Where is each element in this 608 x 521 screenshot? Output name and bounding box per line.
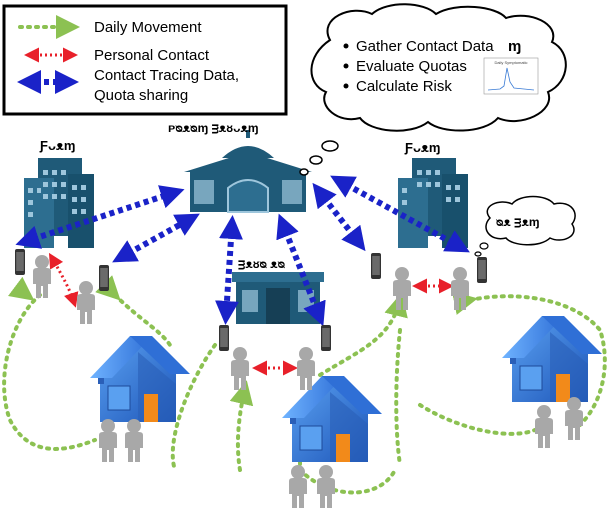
movement-path-house-left (170, 343, 217, 472)
person-home-center-2 (317, 465, 335, 508)
movement-path-center-right (298, 468, 397, 495)
person-home-center-1 (289, 465, 307, 508)
central-building-label: ᴩᴓᴥᴓɱ ᴟᴥᴕᴗᴥɱ (168, 121, 259, 135)
person-left-1 (33, 255, 51, 298)
movement-arrow-left-person (8, 276, 35, 301)
movement-path-left-home (2, 293, 97, 451)
house-center (281, 375, 383, 463)
cloud-item-evaluate: Evaluate Quotas (356, 58, 467, 75)
person-home-right-1 (535, 405, 553, 448)
person-right-1 (393, 267, 411, 310)
legend-quota-sharing-label: Quota sharing (94, 87, 188, 104)
phone-icon (99, 265, 109, 291)
cloud-item-gather: Gather Contact Data (356, 38, 494, 55)
legend: Daily Movement Personal Contact Contact … (2, 4, 288, 116)
person-center-2 (297, 347, 315, 390)
small-thought-cloud: ᴓᴥ ᴟᴥɱ (474, 195, 576, 257)
phone-icon (321, 325, 331, 351)
tracing-arrow-far-right-phone (330, 175, 470, 253)
legend-personal-contact-label: Personal Contact (94, 47, 210, 64)
movement-path-left-office (95, 275, 172, 347)
house-left (89, 335, 191, 423)
movement-path-to-right-office (318, 292, 408, 377)
person-right-2 (451, 267, 469, 310)
government-building (184, 130, 312, 213)
small-building-label: ᴟᴥᴕᴓ ᴥᴓ (238, 257, 286, 271)
small-cloud-label: ᴓᴥ ᴟᴥɱ (496, 215, 540, 229)
personal-contact-arrows (48, 252, 454, 376)
house-right (501, 315, 603, 403)
person-home-left-2 (125, 419, 143, 462)
phone-icon (219, 325, 229, 351)
phone-icon (15, 249, 25, 275)
cloud-glyph: ɱ (508, 38, 521, 55)
left-building-label: Ƒᴗᴥɱ (39, 138, 75, 153)
contact-arrow-left (48, 252, 79, 308)
mini-chart-title: Daily Symptomatic (494, 60, 527, 65)
person-home-left-1 (99, 419, 117, 462)
cloud-item-calculate: Calculate Risk (356, 78, 452, 95)
daily-movement-paths (2, 275, 607, 495)
mini-chart: Daily Symptomatic (483, 57, 539, 95)
movement-path-right-down (394, 328, 402, 467)
person-center-1 (231, 347, 249, 390)
thought-cloud: Gather Contact Data ɱ Evaluate Quotas Ca… (299, 3, 567, 176)
movement-path-far-right (451, 291, 607, 427)
tracing-arrow-right-phone (312, 182, 366, 252)
person-home-right-2 (565, 397, 583, 440)
legend-daily-movement-label: Daily Movement (94, 19, 202, 36)
tracing-arrow-center-left (215, 215, 243, 325)
legend-contact-tracing-label: Contact Tracing Data, (94, 67, 239, 84)
person-left-2 (77, 281, 95, 324)
contact-tracing-arrows (15, 175, 470, 327)
right-building-label: Ƒᴗᴥɱ (404, 140, 440, 155)
phone-icon (371, 253, 381, 279)
movement-path-center-left (229, 380, 254, 472)
movement-path-right-home (418, 403, 537, 436)
tracing-arrow-left-phone-2 (112, 213, 200, 263)
left-office-building (24, 158, 94, 248)
mini-chart-line (487, 67, 535, 91)
phone-icon (477, 257, 487, 283)
